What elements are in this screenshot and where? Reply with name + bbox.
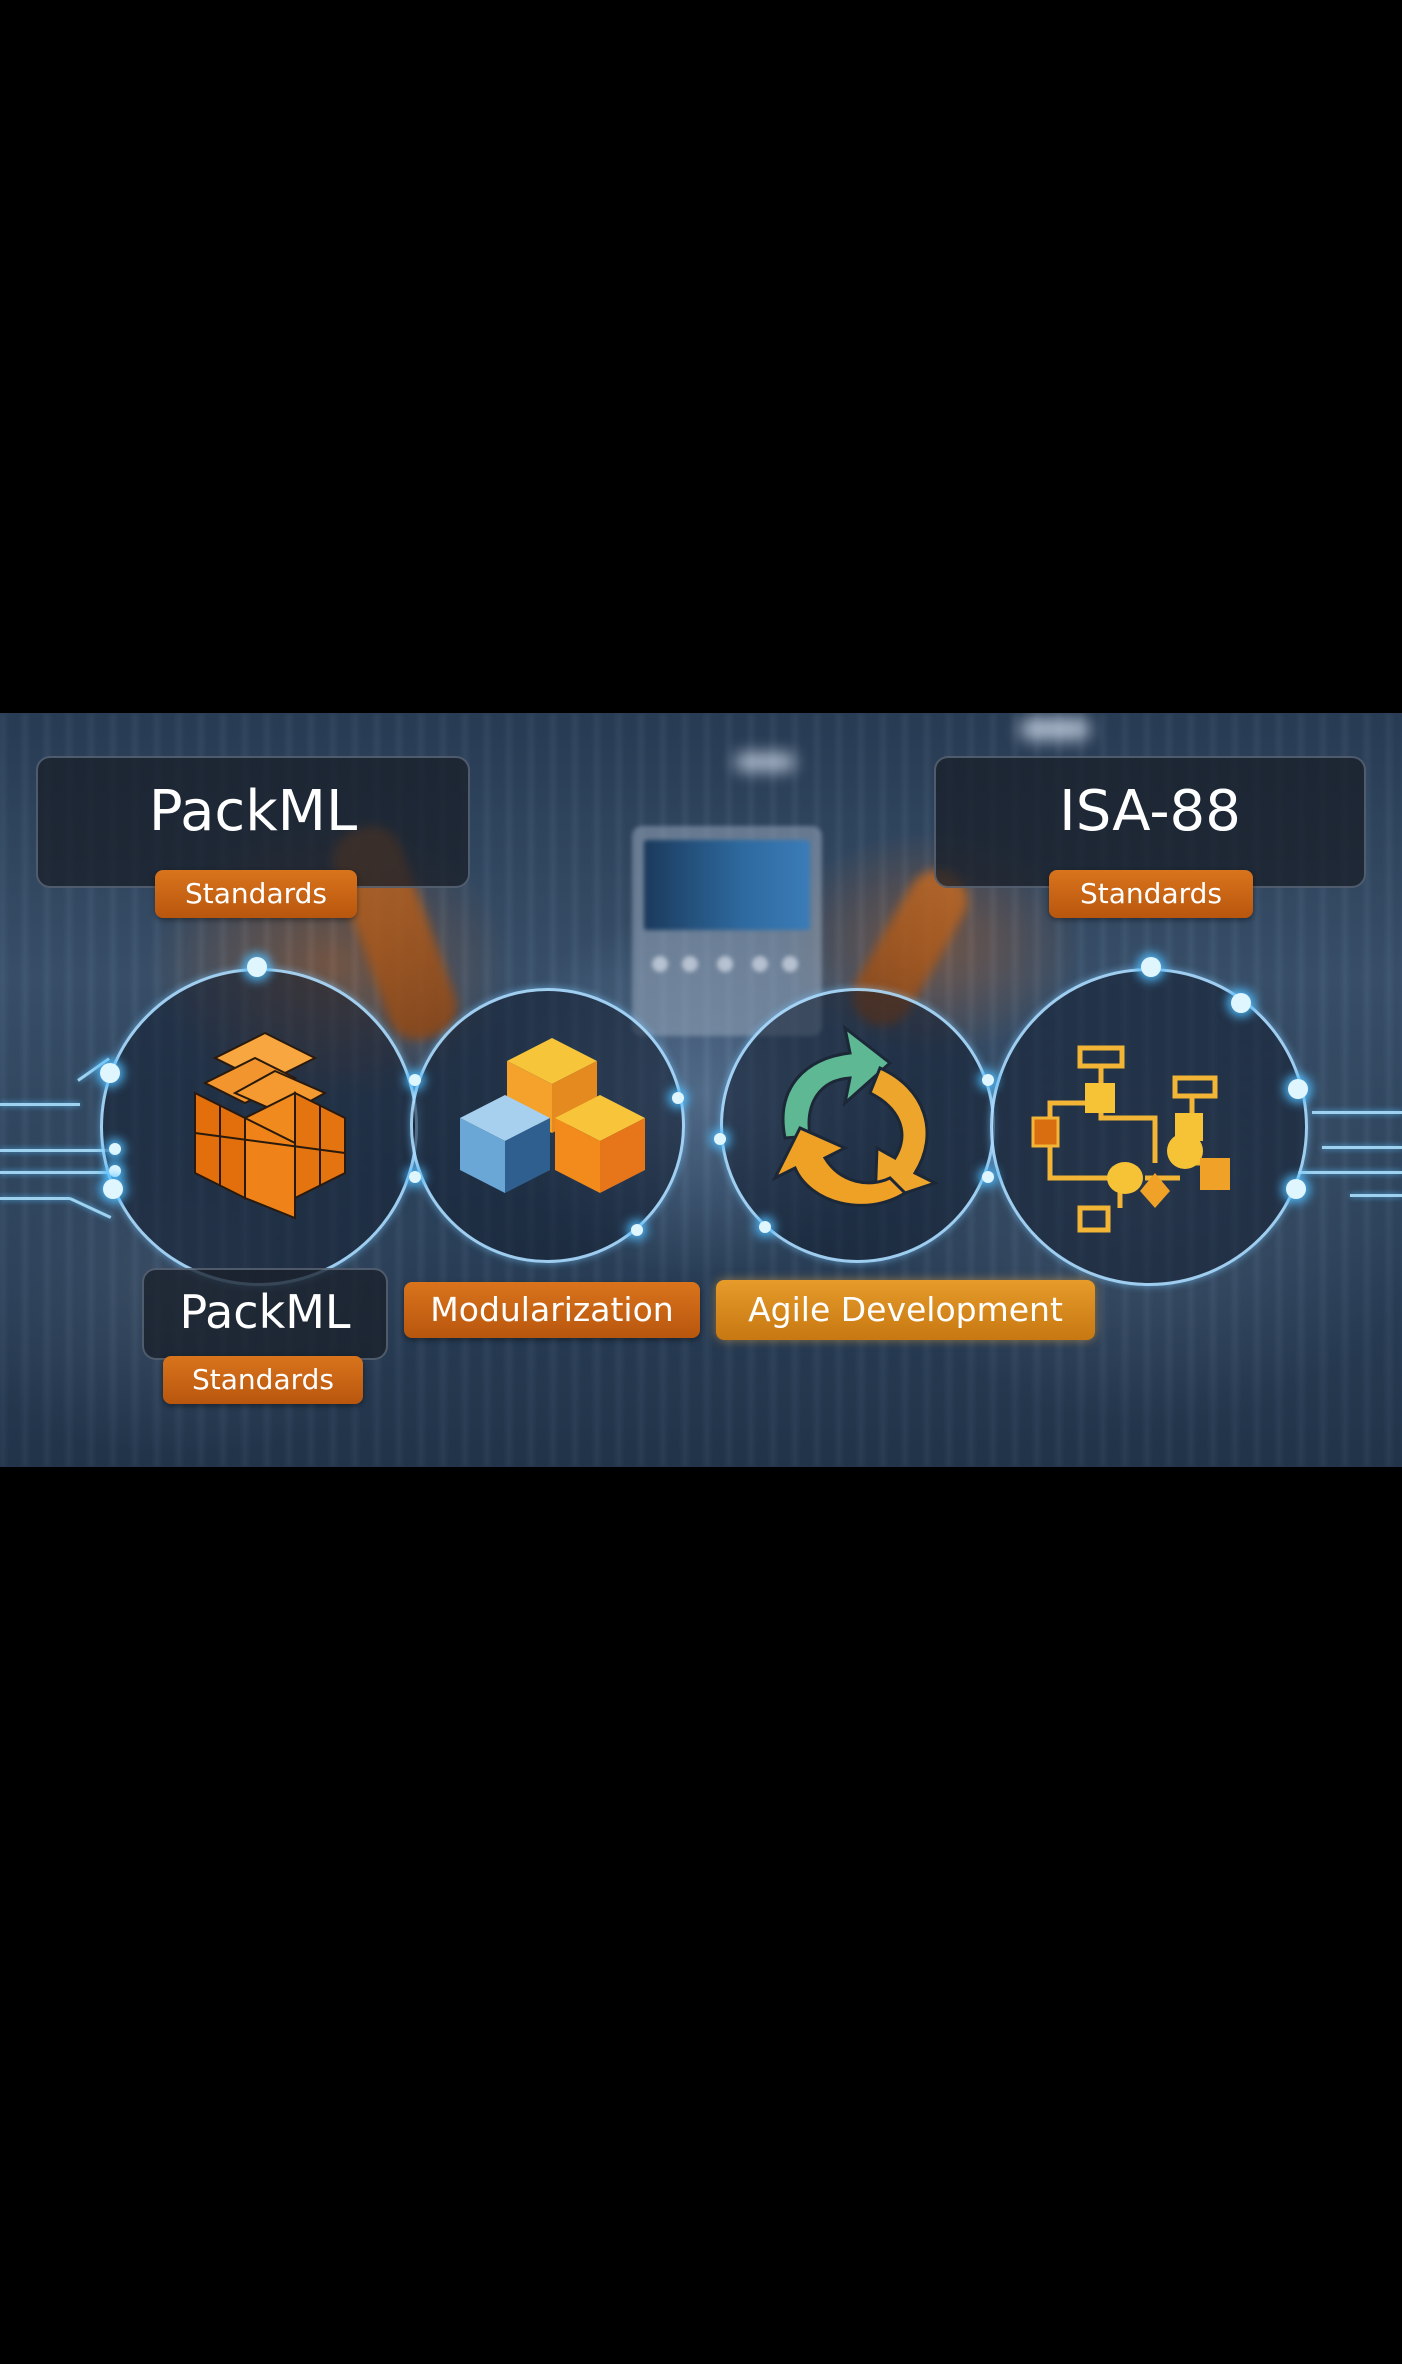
hero-image: PackML Standards ISA-88 Standards PackML… [0, 713, 1402, 1467]
modularization-label: Modularization [404, 1282, 700, 1338]
glow-node [109, 1143, 121, 1155]
glow-node [672, 1092, 684, 1104]
agile-text: Agile Development [748, 1290, 1063, 1329]
isa88-title-card: ISA-88 [934, 756, 1366, 888]
glow-node [1141, 957, 1161, 977]
bottom-packml-title: PackML [179, 1285, 351, 1339]
glow-node [1286, 1179, 1306, 1199]
badge-label: Standards [192, 1363, 334, 1396]
cube-stack-icon [194, 1031, 346, 1220]
glow-node [759, 1221, 771, 1233]
glow-node [103, 1179, 123, 1199]
packml-title-card: PackML [36, 756, 470, 888]
modularization-text: Modularization [430, 1290, 674, 1329]
glow-node [1231, 993, 1251, 1013]
cycle-arrows-icon [771, 1024, 939, 1207]
bottom-packml-standards-badge: Standards [163, 1356, 363, 1404]
isa88-title: ISA-88 [1059, 779, 1241, 844]
badge-label: Standards [185, 877, 327, 910]
glow-node [409, 1171, 421, 1183]
modular-cubes-icon [460, 1038, 645, 1193]
packml-standards-badge: Standards [155, 870, 357, 918]
machine-control-panel [632, 826, 822, 1036]
circuit-wire [1322, 1146, 1402, 1149]
isa88-standards-badge: Standards [1049, 870, 1253, 918]
glow-node [1288, 1079, 1308, 1099]
packml-title: PackML [148, 779, 358, 844]
glow-node [982, 1171, 994, 1183]
circuit-wire [1350, 1194, 1402, 1197]
circuit-wire [0, 1171, 114, 1174]
agile-development-label: Agile Development [716, 1280, 1095, 1340]
glow-node [409, 1074, 421, 1086]
ceiling-light [1020, 718, 1090, 740]
glow-node [109, 1165, 121, 1177]
ceiling-light [735, 753, 795, 771]
glow-node [714, 1133, 726, 1145]
circuit-wire [0, 1149, 114, 1152]
bottom-packml-card: PackML [142, 1268, 388, 1360]
glow-node [100, 1063, 120, 1083]
circuit-wire [1312, 1111, 1402, 1114]
glow-node [982, 1074, 994, 1086]
glow-node [247, 957, 267, 977]
circuit-wire [0, 1197, 70, 1200]
badge-label: Standards [1080, 877, 1222, 910]
glow-node [631, 1224, 643, 1236]
circuit-wire [0, 1103, 80, 1106]
circuit-wire [1298, 1171, 1402, 1174]
ring-modularization [410, 988, 685, 1263]
flowchart-icon [1031, 1045, 1230, 1233]
